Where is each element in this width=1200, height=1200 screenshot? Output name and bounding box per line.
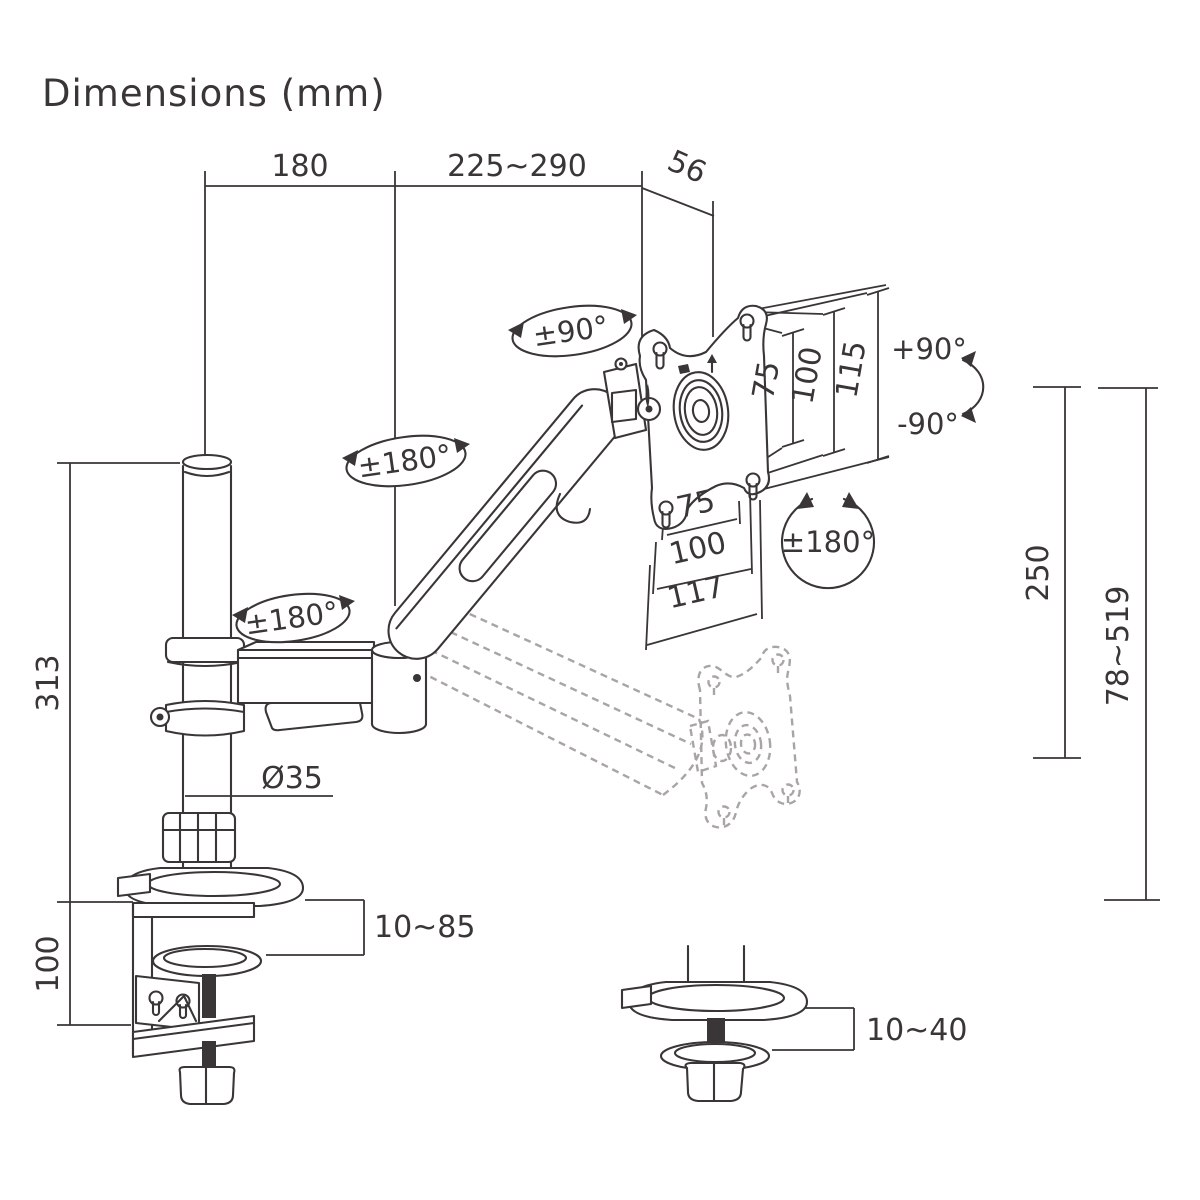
dim-78-519-label: 78~519 [1101,586,1136,707]
rotation-plate-label: ±180° [781,525,875,559]
tilt-down-label: -90° [897,407,959,441]
pole [181,453,233,870]
dim-pole-diameter-label: Ø35 [261,761,323,796]
dim-10-85-label: 10~85 [374,910,475,945]
tilt-up-label: +90° [891,332,967,366]
vesa-width-75-label: 75 [673,483,718,526]
plate-height-115-label: 115 [829,338,873,400]
dim-225-290-label: 225~290 [447,149,587,184]
dim-10-40-label: 10~40 [866,1013,967,1048]
dim-100-clamp-label: 100 [31,935,66,992]
monitor-arm-drawing [116,304,809,1106]
vesa-height-75-label: 75 [746,359,787,403]
rotation-lower-arm-label: ±180° [243,595,341,642]
head-joint [602,357,648,440]
gas-spring-arm [387,388,624,660]
desk-clamp-base [116,811,305,1106]
lower-arm [149,636,428,737]
rotation-annotations [232,304,985,644]
dimension-lines [57,171,1160,1051]
dim-313-label: 313 [31,654,66,711]
dim-180-label: 180 [271,149,328,184]
page-title: Dimensions (mm) [42,72,386,115]
vesa-keyholes [652,313,761,529]
dim-250-label: 250 [1021,544,1056,601]
cable-clip [555,492,592,524]
ghost-arm-lowered-position [406,597,801,829]
dim-56-label: 56 [662,144,711,192]
vesa-plate [636,304,771,530]
plate-width-117-label: 117 [664,569,728,616]
grommet-mount-detail [620,944,809,1103]
